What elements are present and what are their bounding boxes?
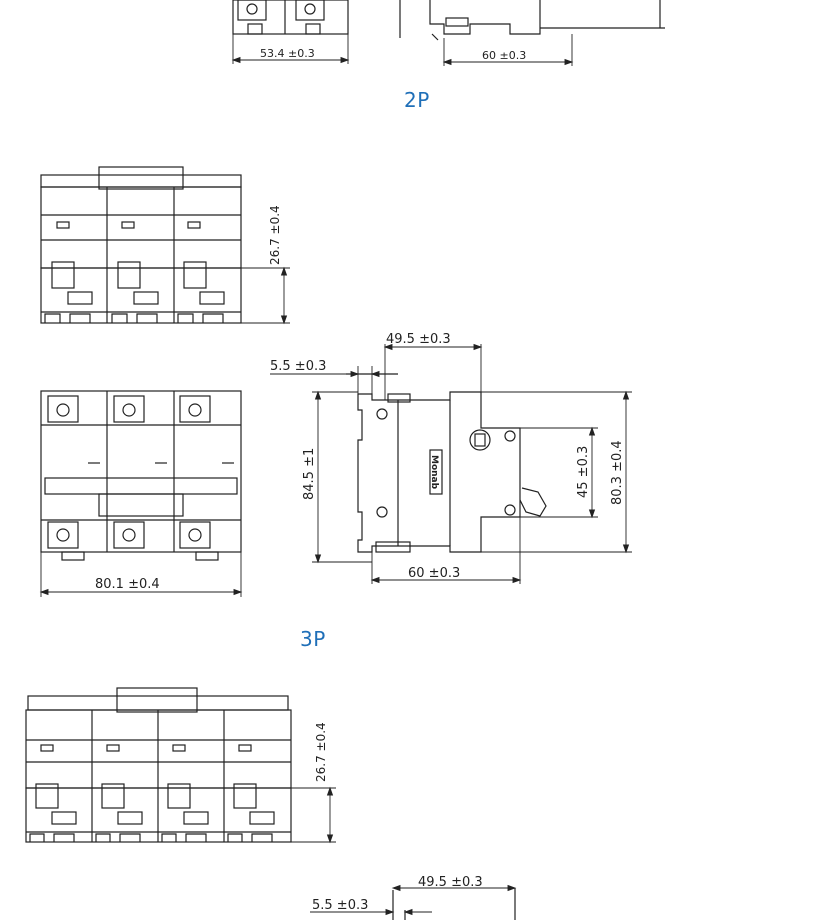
dim-p2-width: 80.1 ±0.4: [95, 577, 160, 592]
top-front-view-partial: [232, 0, 349, 35]
section-label-3p: 3P: [300, 627, 326, 651]
dim-p2-lip: 5.5 ±0.3: [270, 359, 326, 374]
p2-side-view: [346, 373, 547, 553]
dim-p3-lip: 5.5 ±0.3: [312, 898, 368, 913]
dim-p2-depth: 60 ±0.3: [408, 566, 460, 581]
dim-p2-inner-height: 45 ±0.3: [576, 446, 591, 498]
p2-width-dimension: [39, 552, 243, 597]
p2-depth-dimension: [370, 517, 522, 584]
p2-right-height-dimension: [481, 390, 632, 554]
top-width-dimension: [231, 34, 350, 64]
dim-p2-top-offset: 49.5 ±0.3: [386, 332, 451, 347]
dim-p3-side-height: 26.7 ±0.4: [314, 722, 328, 782]
p2-front-view: [40, 390, 242, 561]
p2-top-offset-dimension: [383, 343, 483, 400]
dim-p2-side-height: 26.7 ±0.4: [268, 205, 282, 265]
p3-lip-dimension: [310, 908, 432, 916]
dim-p2-total-height: 84.5 ±1: [302, 448, 317, 500]
dim-p2-right-height: 80.3 ±0.4: [610, 440, 625, 505]
top-side-view-partial: [399, 0, 665, 41]
p2-side-height-dimension: [241, 266, 290, 325]
p3-top-offset-dimension: [391, 884, 517, 892]
p2-total-height-dimension: [312, 390, 372, 564]
section-label-2p: 2P: [404, 88, 430, 112]
top-depth-dimension: [442, 34, 574, 66]
dim-p3-top-offset: 49.5 ±0.3: [418, 875, 483, 890]
p3-side-height-dimension: [291, 786, 336, 844]
p2-side-brand-text: Monab: [429, 455, 439, 490]
p2-top-view: [40, 166, 242, 324]
p3-top-view: [25, 687, 292, 843]
p2-lip-dimension: [270, 366, 380, 394]
dim-top-width: 53.4 ±0.3: [260, 47, 315, 60]
p3-side-view-partial: [392, 888, 516, 920]
dim-top-depth: 60 ±0.3: [482, 49, 526, 62]
p2-inner-height-dimension: [520, 426, 598, 519]
